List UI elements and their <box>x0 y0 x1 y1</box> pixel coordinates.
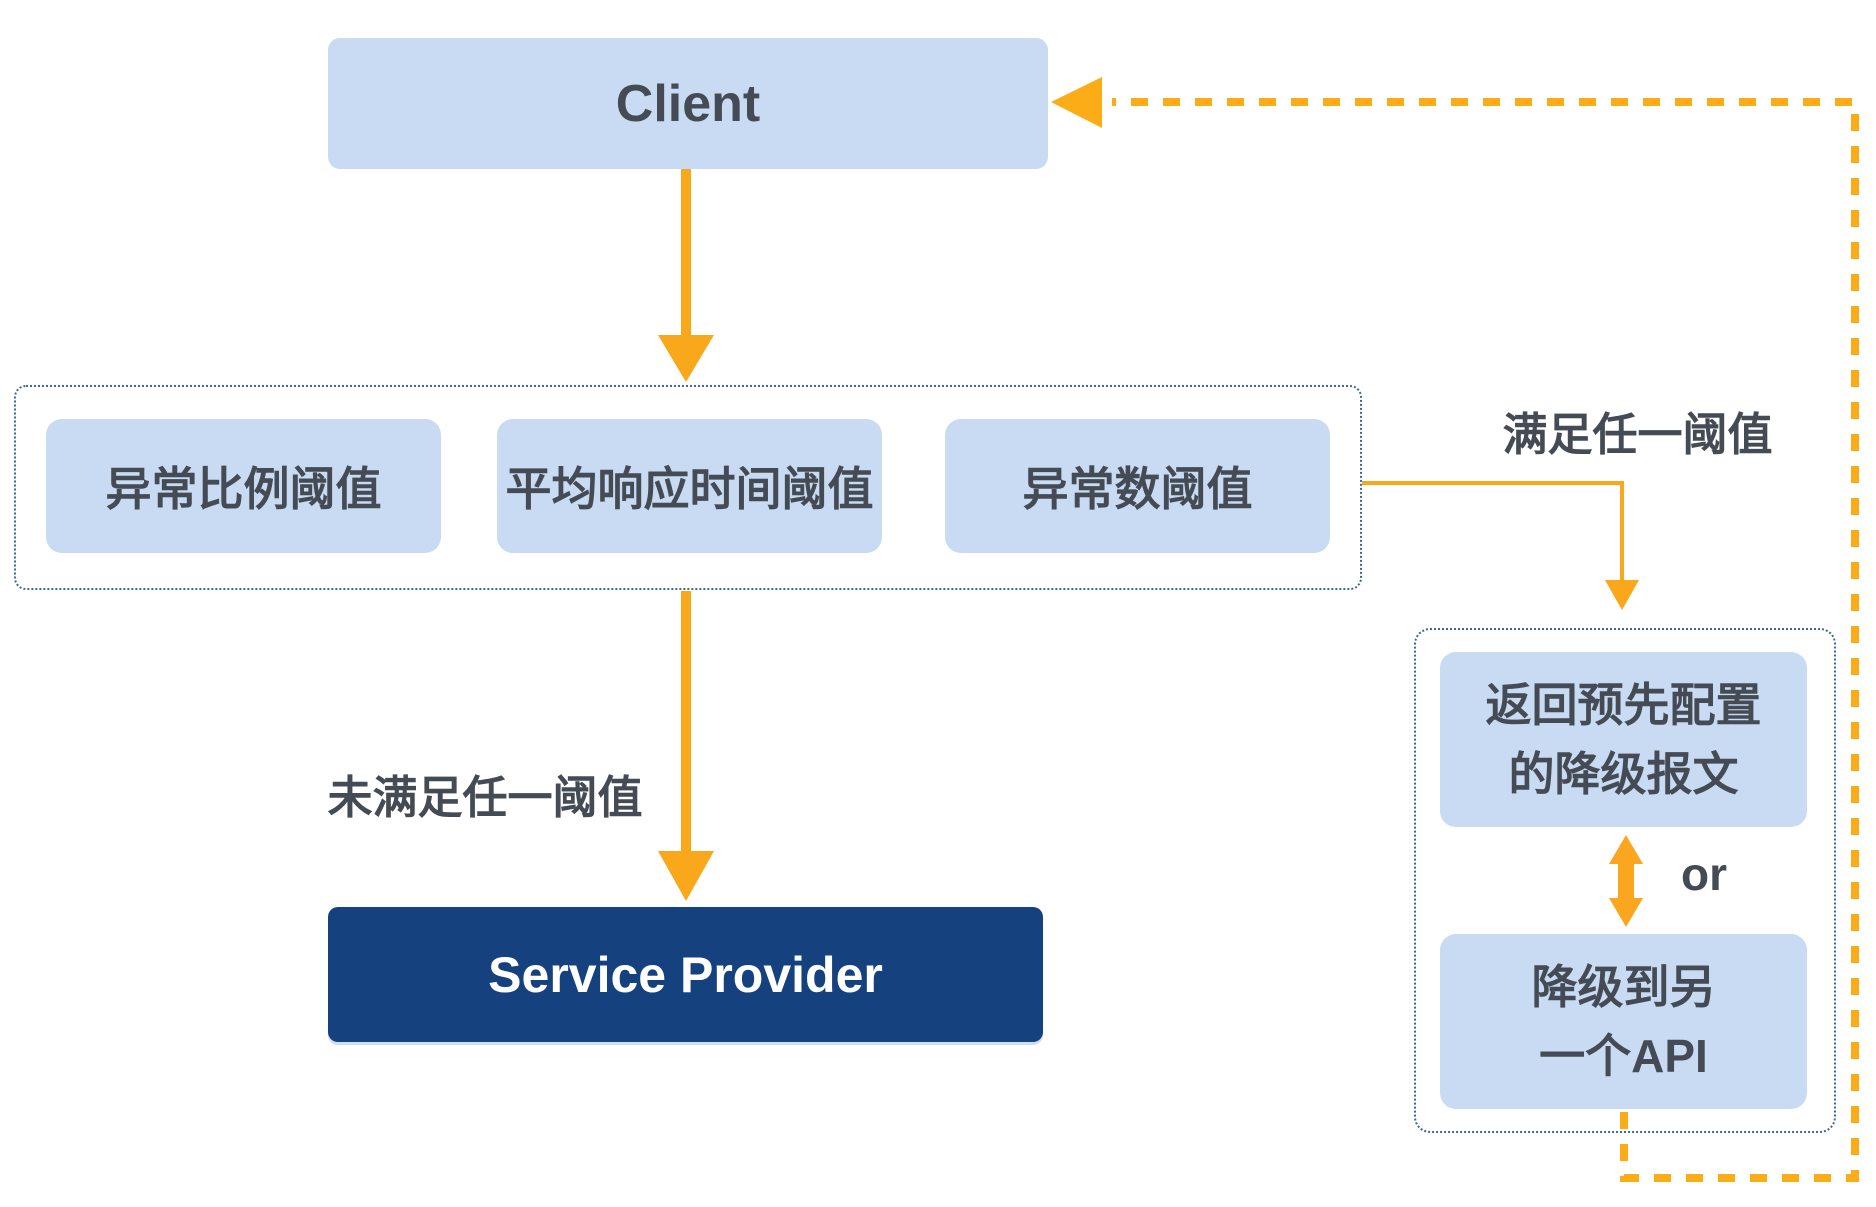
thresholds-to-service-provider-arrow <box>658 591 714 901</box>
fallback-return-line-1: 返回预先配置 <box>1485 678 1762 731</box>
service-provider-label: Service Provider <box>488 946 883 1003</box>
threshold-label: 异常比例阈值 <box>105 463 382 515</box>
fallback-return-line-2: 的降级报文 <box>1508 747 1739 800</box>
threshold-group-container <box>14 385 1362 590</box>
fallback-another-api-node: 降级到另 一个API <box>1440 934 1807 1109</box>
fallback-return-message-node: 返回预先配置 的降级报文 <box>1440 652 1807 827</box>
threshold-node-exception-count: 异常数阈值 <box>945 419 1330 553</box>
threshold-label: 平均响应时间阈值 <box>505 463 874 515</box>
or-label: or <box>1681 848 1727 900</box>
dashed-return-arrowhead <box>1051 77 1102 128</box>
client-to-thresholds-arrow <box>658 169 714 382</box>
fallback-group-container <box>1414 628 1836 1133</box>
fallback-api-line-1: 降级到另 <box>1531 960 1716 1013</box>
threshold-node-exception-ratio: 异常比例阈值 <box>46 419 441 553</box>
threshold-node-avg-response-time: 平均响应时间阈值 <box>497 419 882 553</box>
service-provider-node: Service Provider <box>328 907 1043 1042</box>
meet-any-threshold-label: 满足任一阈值 <box>1502 408 1773 460</box>
client-node: Client <box>328 38 1048 169</box>
client-label: Client <box>615 74 761 133</box>
meet-threshold-connector <box>1362 481 1639 610</box>
fallback-api-line-2: 一个API <box>1539 1029 1708 1082</box>
not-meet-any-threshold-label: 未满足任一阈值 <box>327 771 643 823</box>
threshold-label: 异常数阈值 <box>1022 463 1253 515</box>
